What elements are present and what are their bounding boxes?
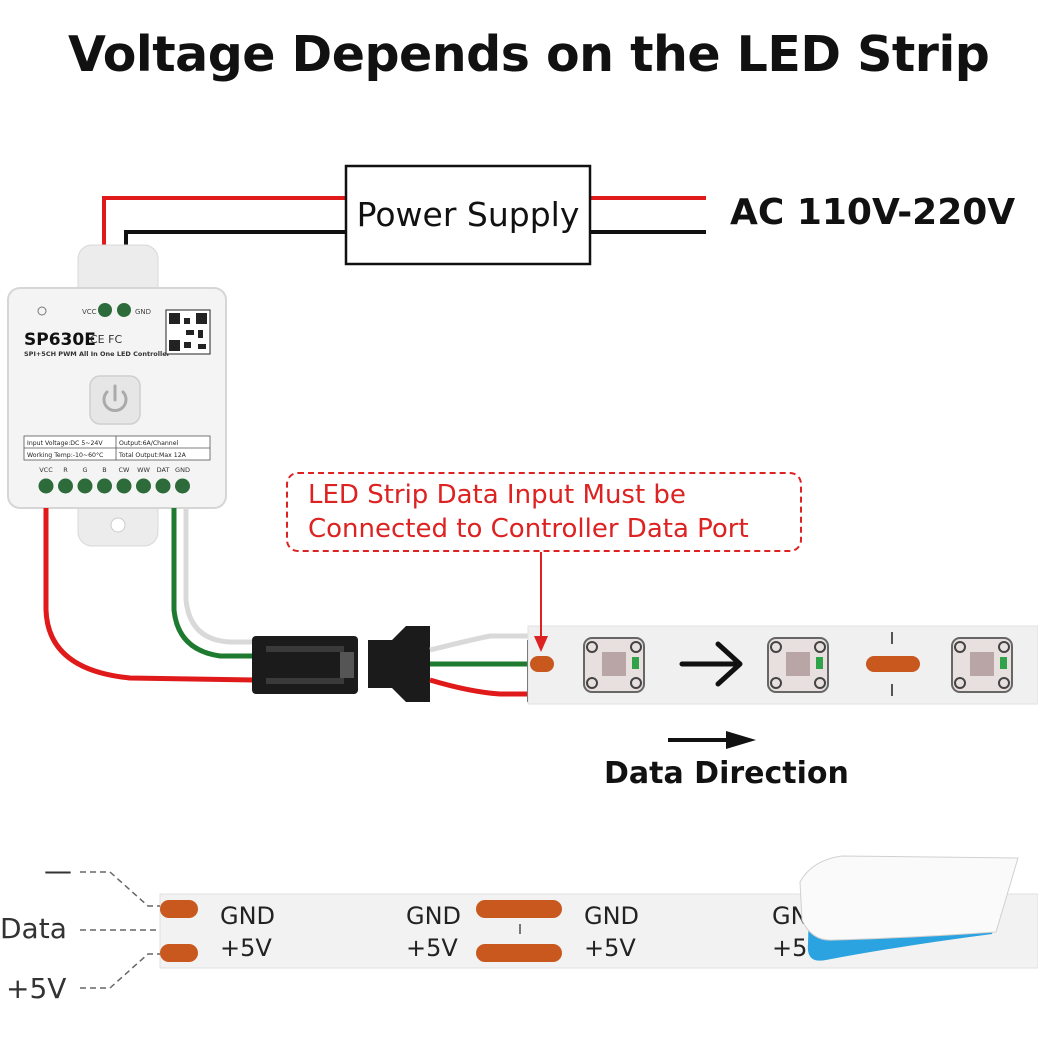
led-chip-icon xyxy=(767,637,829,693)
cut-pad xyxy=(866,656,920,672)
strip-wire-vcc xyxy=(429,677,528,697)
strip-label-gnd-2: GND xyxy=(406,902,461,930)
side-label-plus: +5V xyxy=(6,972,67,1005)
pad-plus-mid xyxy=(476,944,562,962)
bottom-pin-label: WW xyxy=(137,466,150,474)
qr-code-icon xyxy=(165,309,211,355)
strip-input-pad xyxy=(530,656,554,672)
spec-total-output: Total Output:Max 12A xyxy=(118,452,187,459)
bottom-terminal xyxy=(97,478,112,494)
bottom-pin-label: VCC xyxy=(39,466,53,474)
ac-input-label: AC 110V-220V xyxy=(730,192,1016,233)
leader-minus xyxy=(80,871,160,907)
bottom-terminal xyxy=(136,478,151,494)
strip-wire-gnd xyxy=(429,633,528,653)
controller-model: SP630E xyxy=(24,330,96,350)
pad-plus-left xyxy=(160,944,198,962)
top-pin-label-vcc: VCC xyxy=(82,308,97,316)
output-wire-data xyxy=(171,508,254,659)
data-direction-arrow-icon xyxy=(668,731,756,749)
data-input-callout: LED Strip Data Input Must be Connected t… xyxy=(286,472,802,552)
adhesive-liner xyxy=(799,855,1019,941)
bottom-terminal xyxy=(116,478,132,494)
bottom-terminal xyxy=(58,478,73,494)
bottom-terminal xyxy=(38,478,54,494)
bottom-terminal xyxy=(175,478,190,494)
pad-minus-left xyxy=(160,900,198,918)
strip-label-5v-2: +5V xyxy=(406,934,458,962)
power-icon xyxy=(102,384,128,412)
spec-output: Output:6A/Channel xyxy=(119,440,179,447)
cert-marks: CE FC xyxy=(90,333,122,346)
spec-working-temp: Working Temp:-10~60°C xyxy=(27,451,103,459)
bottom-terminal xyxy=(77,478,93,494)
top-terminal-vcc xyxy=(98,303,112,317)
callout-line-2: Connected to Controller Data Port xyxy=(308,514,749,544)
controller-subtitle: SPI+5CH PWM All In One LED Controller xyxy=(24,350,171,358)
data-direction-label: Data Direction xyxy=(604,756,849,791)
dc-wire-negative xyxy=(124,230,346,290)
led-chip-icon xyxy=(583,637,645,693)
top-terminal-gnd xyxy=(117,303,131,317)
dc-symbol-icon xyxy=(37,306,47,316)
bottom-pin-label: B xyxy=(102,466,106,474)
leader-plus xyxy=(80,953,160,989)
strip-label-gnd-3: GND xyxy=(584,902,639,930)
spec-input-voltage: Input Voltage:DC 5~24V xyxy=(27,440,103,447)
callout-line-1: LED Strip Data Input Must be xyxy=(308,480,686,510)
jst-connector-female xyxy=(368,626,430,702)
power-supply-box xyxy=(344,164,592,266)
output-wire-gnd xyxy=(183,508,254,645)
page-title: Voltage Depends on the LED Strip xyxy=(68,26,990,83)
bottom-terminal-block: VCC R G B CW WW DAT GND xyxy=(38,466,190,494)
led-chip-icon xyxy=(951,637,1013,693)
strip-label-5v-3: +5V xyxy=(584,934,636,962)
bottom-pin-label: DAT xyxy=(157,466,170,474)
bottom-pin-label: GND xyxy=(175,466,190,474)
power-supply-label: Power Supply xyxy=(357,195,580,234)
strip-label-gnd-1: GND xyxy=(220,902,275,930)
bottom-terminal xyxy=(155,478,171,494)
mount-hole xyxy=(110,517,126,533)
pad-minus-mid xyxy=(476,900,562,918)
bottom-pin-label: R xyxy=(63,466,68,474)
bottom-pin-label: G xyxy=(82,466,87,474)
bottom-pin-label: CW xyxy=(119,466,131,474)
output-wire-vcc xyxy=(43,508,255,683)
side-label-minus: — xyxy=(44,854,72,887)
arrow-right-icon xyxy=(679,641,743,687)
strip-label-5v-4: +5 xyxy=(772,934,807,962)
top-pin-label-gnd: GND xyxy=(135,308,151,316)
side-label-data: Data xyxy=(0,912,67,945)
strip-label-5v-1: +5V xyxy=(220,934,272,962)
